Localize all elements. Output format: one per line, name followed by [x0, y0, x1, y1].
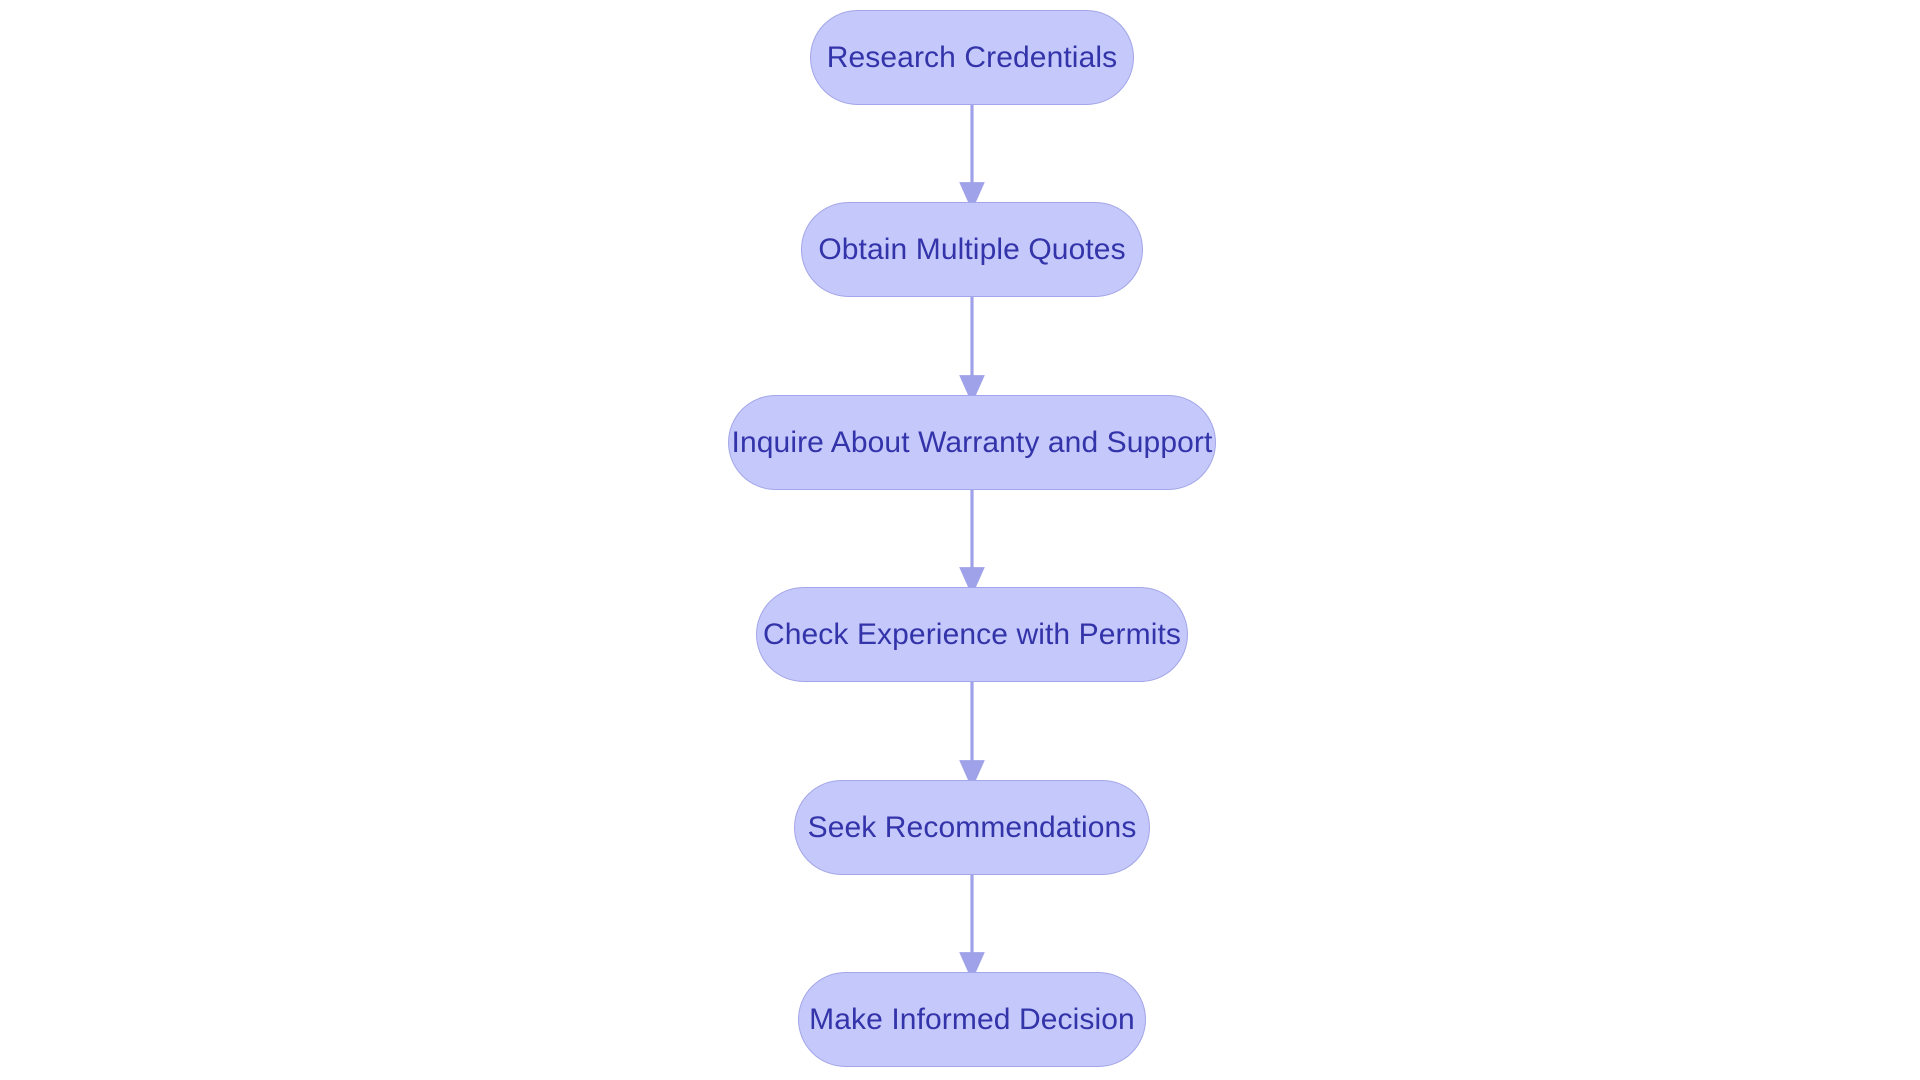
flow-node-make-informed-decision[interactable]: Make Informed Decision: [798, 972, 1146, 1067]
flow-node-obtain-multiple-quotes[interactable]: Obtain Multiple Quotes: [801, 202, 1143, 297]
flow-node-label: Inquire About Warranty and Support: [731, 425, 1213, 459]
flow-node-label: Make Informed Decision: [809, 1002, 1135, 1036]
flow-node-check-experience-with-permits[interactable]: Check Experience with Permits: [756, 587, 1188, 682]
flow-node-seek-recommendations[interactable]: Seek Recommendations: [794, 780, 1150, 875]
flow-node-label: Check Experience with Permits: [762, 617, 1182, 651]
flow-node-label: Research Credentials: [826, 40, 1118, 74]
flow-node-label: Obtain Multiple Quotes: [818, 232, 1126, 266]
flow-node-inquire-about-warranty-and-support[interactable]: Inquire About Warranty and Support: [728, 395, 1216, 490]
flow-node-research-credentials[interactable]: Research Credentials: [810, 10, 1134, 105]
flow-node-label: Seek Recommendations: [807, 810, 1137, 844]
